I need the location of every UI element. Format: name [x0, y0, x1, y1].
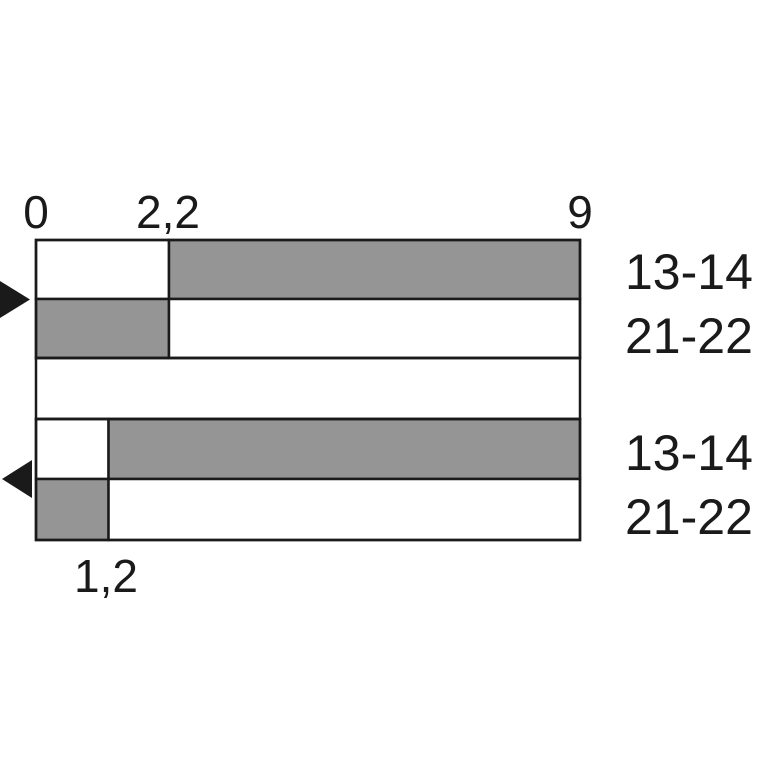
- contact-label-group2-row1: 13-14: [625, 425, 753, 481]
- spacer-frame: [34, 356, 582, 421]
- segment-g2-r2-s2-off: [107, 477, 582, 542]
- contact-label-group2-row2: 21-22: [625, 489, 753, 545]
- segment-g1-r2-s1-on: [34, 297, 171, 360]
- segment-g1-r1-s1-off: [34, 238, 171, 301]
- scale-label-start: 0: [23, 186, 49, 238]
- segment-g2-r2-s1-on: [34, 477, 110, 542]
- triangle-left-icon: [2, 460, 32, 498]
- scale-label-end: 9: [567, 186, 593, 238]
- group-frame-left: [34, 417, 582, 542]
- segments-layer: [34, 238, 582, 542]
- scale-label-mid: 2,2: [136, 186, 200, 238]
- contact-label-group1-row1: 13-14: [625, 244, 753, 300]
- triangle-right-icon: [0, 281, 30, 318]
- segment-g2-r1-s2-on: [107, 417, 582, 481]
- segment-g1-r2-s2-off: [167, 297, 582, 360]
- scale-label-bottom: 1,2: [74, 550, 138, 602]
- contact-label-group1-row2: 21-22: [625, 308, 753, 364]
- segment-g1-r1-s2-on: [167, 238, 582, 301]
- segment-g2-r1-s1-off: [34, 417, 110, 481]
